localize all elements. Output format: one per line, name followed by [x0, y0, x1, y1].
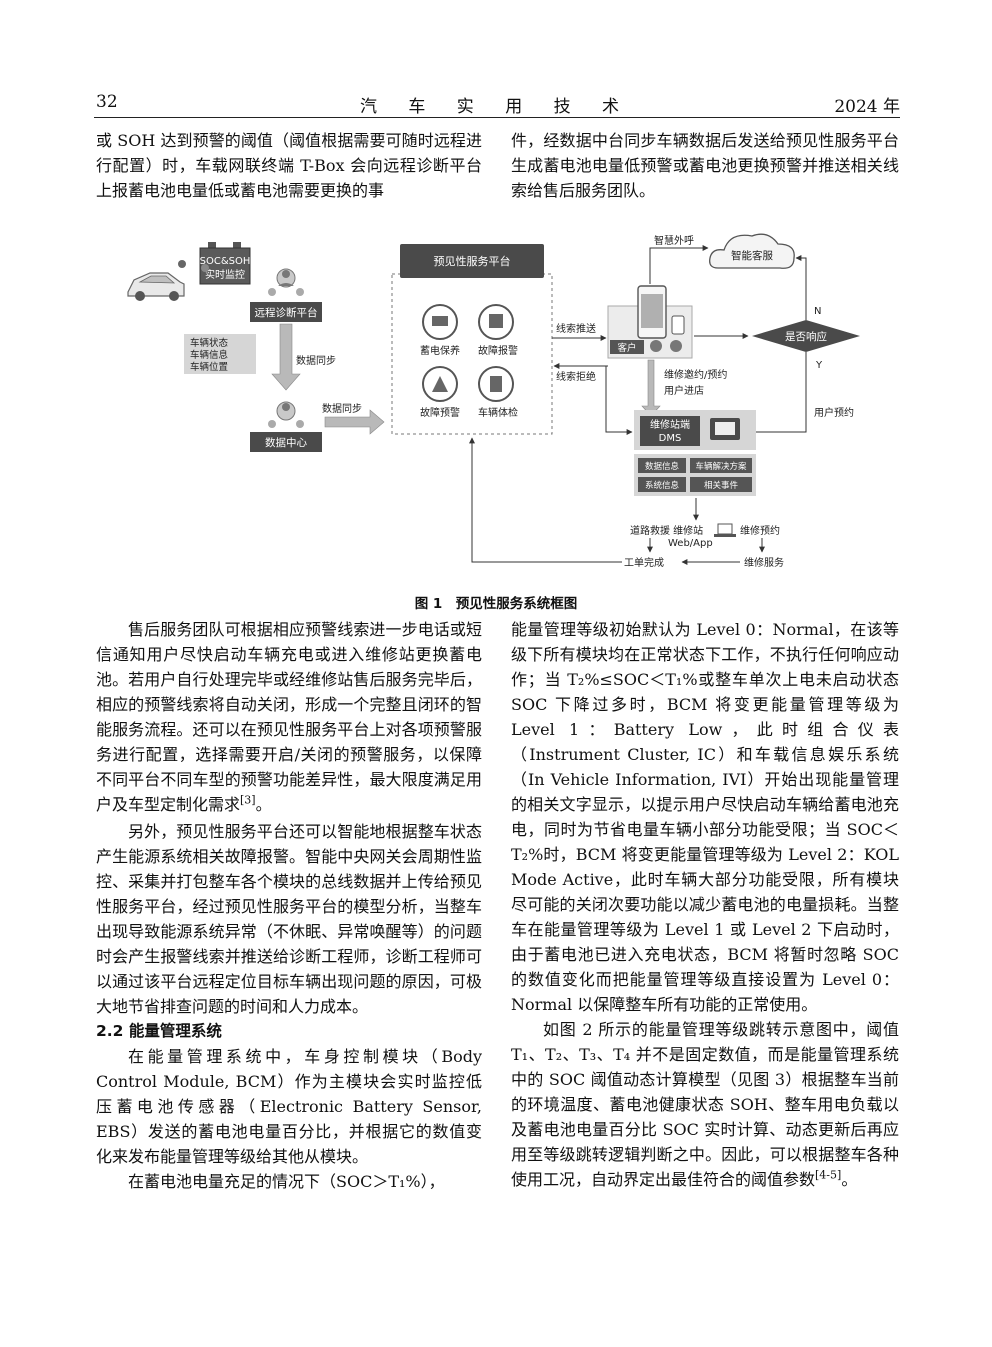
- battery-maintenance-label: 蓄电保养: [420, 344, 460, 357]
- dms-box: [640, 416, 700, 446]
- text-paragraph: 另外，预见性服务平台还可以智能地根据整车状态产生能源系统相关故障报警。智能中央网…: [96, 822, 482, 1016]
- feedback-loop-line: [469, 437, 622, 563]
- text-paragraph: 如图 2 所示的能量管理等级跳转示意图中，阈值 T₁、T₂、T₃、T₄ 并不是固…: [511, 1017, 899, 1192]
- user-booking-label: 用户预约: [814, 406, 854, 419]
- cloud-icon: [709, 233, 795, 269]
- tag-box: [638, 458, 686, 473]
- service-platform-header: [400, 244, 544, 278]
- accept-decision-diamond: [752, 320, 860, 352]
- paragraph-text: 售后服务团队可根据相应预警线索进一步电话或短信通知用户尽快启动车辆充电或进入维修…: [96, 620, 482, 814]
- text-paragraph: 件，经数据中台同步车辆数据后发送给预见性服务平台生成蓄电池电量低预警或蓄电池更换…: [511, 131, 899, 200]
- laptop-icon: [714, 523, 736, 537]
- web-app-bottom-label: Web/App: [668, 538, 713, 549]
- smart-call-label: 智慧外呼: [654, 234, 694, 247]
- soc-soh-label: SOC&SOH: [200, 256, 251, 267]
- paragraph-end: 。: [255, 795, 272, 814]
- service-platform-label: 预见性服务平台: [434, 254, 511, 268]
- vehicle-info: 车辆信息: [190, 349, 228, 361]
- reject-to-dms-line: [605, 366, 633, 435]
- fault-warning-label: 故障预警: [420, 406, 460, 419]
- tag-data-info: 数据信息: [645, 461, 680, 472]
- vehicle-info-box: [184, 334, 256, 374]
- dms-label-1: 维修站端: [650, 418, 690, 431]
- phone-icon: [637, 285, 667, 339]
- store-visit-label: 用户进店: [664, 384, 704, 397]
- text-paragraph: 在蓄电池电量充足的情况下（SOC＞T₁%），: [128, 1172, 445, 1191]
- tag-box: [638, 477, 686, 492]
- remote-diagnosis-box: [250, 302, 322, 322]
- no-branch-label: N: [814, 306, 821, 317]
- customer-label: 客户: [617, 342, 636, 354]
- data-center-label: 数据中心: [265, 436, 307, 449]
- remote-diagnosis-label: 远程诊断平台: [255, 306, 318, 319]
- vehicle-checkup-label: 车辆体检: [478, 406, 518, 419]
- sync-label-horizontal: 数据同步: [322, 402, 362, 415]
- paragraph-text: 如图 2 所示的能量管理等级跳转示意图中，阈值 T₁、T₂、T₃、T₄ 并不是固…: [511, 1020, 899, 1189]
- gear-person-icon: [268, 401, 304, 428]
- alert-icon: [201, 264, 209, 272]
- service-platform-frame: [391, 273, 553, 435]
- realtime-monitor-label: 实时监控: [205, 268, 245, 281]
- tag-solution: 车辆解决方案: [695, 461, 747, 472]
- figure-caption: 图 1 预见性服务系统框图: [414, 596, 578, 612]
- fault-alarm-label: 故障报警: [478, 344, 518, 357]
- yes-branch-label: Y: [815, 360, 823, 371]
- chat-icon: [650, 340, 662, 352]
- text-paragraph: 售后服务团队可根据相应预警线索进一步电话或短信通知用户尽快启动车辆充电或进入维修…: [96, 617, 482, 817]
- accept-decision-label: 是否响应: [785, 330, 827, 343]
- column-left-top: 或 SOH 达到预警的阈值（阈值根据需要可随时远程进行配置）时，车载网联终端 T…: [96, 128, 482, 203]
- circle-feature-icon: [422, 304, 458, 340]
- text-paragraph: 能量管理等级初始默认为 Level 0：Normal，在该等级下所有模块均在正常…: [511, 620, 899, 1014]
- text-paragraph: 或 SOH 达到预警的阈值（阈值根据需要可随时远程进行配置）时，车载网联终端 T…: [96, 131, 482, 200]
- car-icon: [127, 272, 185, 301]
- header-rule: [94, 117, 900, 118]
- tag-box: [690, 477, 752, 492]
- column-right-top: 件，经数据中台同步车辆数据后发送给预见性服务平台生成蓄电池电量低预警或蓄电池更换…: [511, 128, 899, 203]
- no-branch-line: [795, 255, 807, 320]
- citation-ref: [4-5]: [815, 1168, 842, 1182]
- repair-booking-label: 维修预约: [740, 524, 780, 537]
- smart-call-arrow: [649, 245, 709, 284]
- smart-cs-label: 智能客服: [731, 249, 773, 262]
- data-center-box: [250, 432, 322, 452]
- issue-year: 2024 年: [834, 97, 900, 117]
- vehicle-status: 车辆状态: [190, 337, 229, 349]
- citation-ref: [3]: [240, 793, 256, 807]
- page-number: 32: [96, 92, 118, 112]
- appointment-label: 维修邀约/预约: [664, 368, 727, 381]
- paragraph-end: 。: [841, 1170, 858, 1189]
- tag-box: [690, 458, 752, 473]
- web-app-top-label: 道路救援 维修站: [630, 524, 703, 537]
- gear-person-icon: [268, 268, 304, 296]
- repair-service-label: 维修服务: [744, 556, 784, 569]
- clue-push-label: 线索推送: [556, 322, 596, 335]
- work-order-label: 工单完成: [624, 556, 664, 569]
- sync-label-vertical: 数据同步: [296, 354, 336, 367]
- appointment-arrow: [641, 359, 661, 417]
- tag-system-info: 系统信息: [645, 480, 680, 491]
- section-heading: 2.2 能量管理系统: [96, 1022, 222, 1040]
- sync-arrow-right: [324, 409, 385, 435]
- circle-feature-icon: [422, 366, 458, 402]
- column-left-bottom: 售后服务团队可根据相应预警线索进一步电话或短信通知用户尽快启动车辆充电或进入维修…: [96, 617, 482, 1194]
- message-icon: [670, 340, 682, 352]
- circle-feature-icon: [478, 304, 514, 340]
- customer-box: [610, 340, 644, 354]
- text-paragraph: 在能量管理系统中，车身控制模块（Body Control Module, BCM…: [96, 1047, 482, 1166]
- clue-reject-label: 线索拒绝: [556, 370, 596, 383]
- alert-icon: [178, 260, 186, 268]
- figure-predictive-service-diagram: SOC&SOH 实时监控 远程诊断平台 车辆状态 车辆信息 车辆位置 数据同步: [127, 233, 860, 569]
- sync-arrow-down: [271, 323, 301, 391]
- vehicle-location: 车辆位置: [190, 361, 228, 373]
- journal-title: 汽 车 实 用 技 术: [359, 97, 633, 117]
- circle-feature-icon: [478, 366, 514, 402]
- yes-branch-line: [745, 352, 807, 435]
- column-right-bottom: 能量管理等级初始默认为 Level 0：Normal，在该等级下所有模块均在正常…: [511, 617, 899, 1192]
- phone-small-icon: [671, 315, 685, 335]
- tag-events: 相关事件: [704, 480, 739, 491]
- dms-label-2: DMS: [659, 433, 682, 444]
- monitor-icon: [710, 418, 740, 440]
